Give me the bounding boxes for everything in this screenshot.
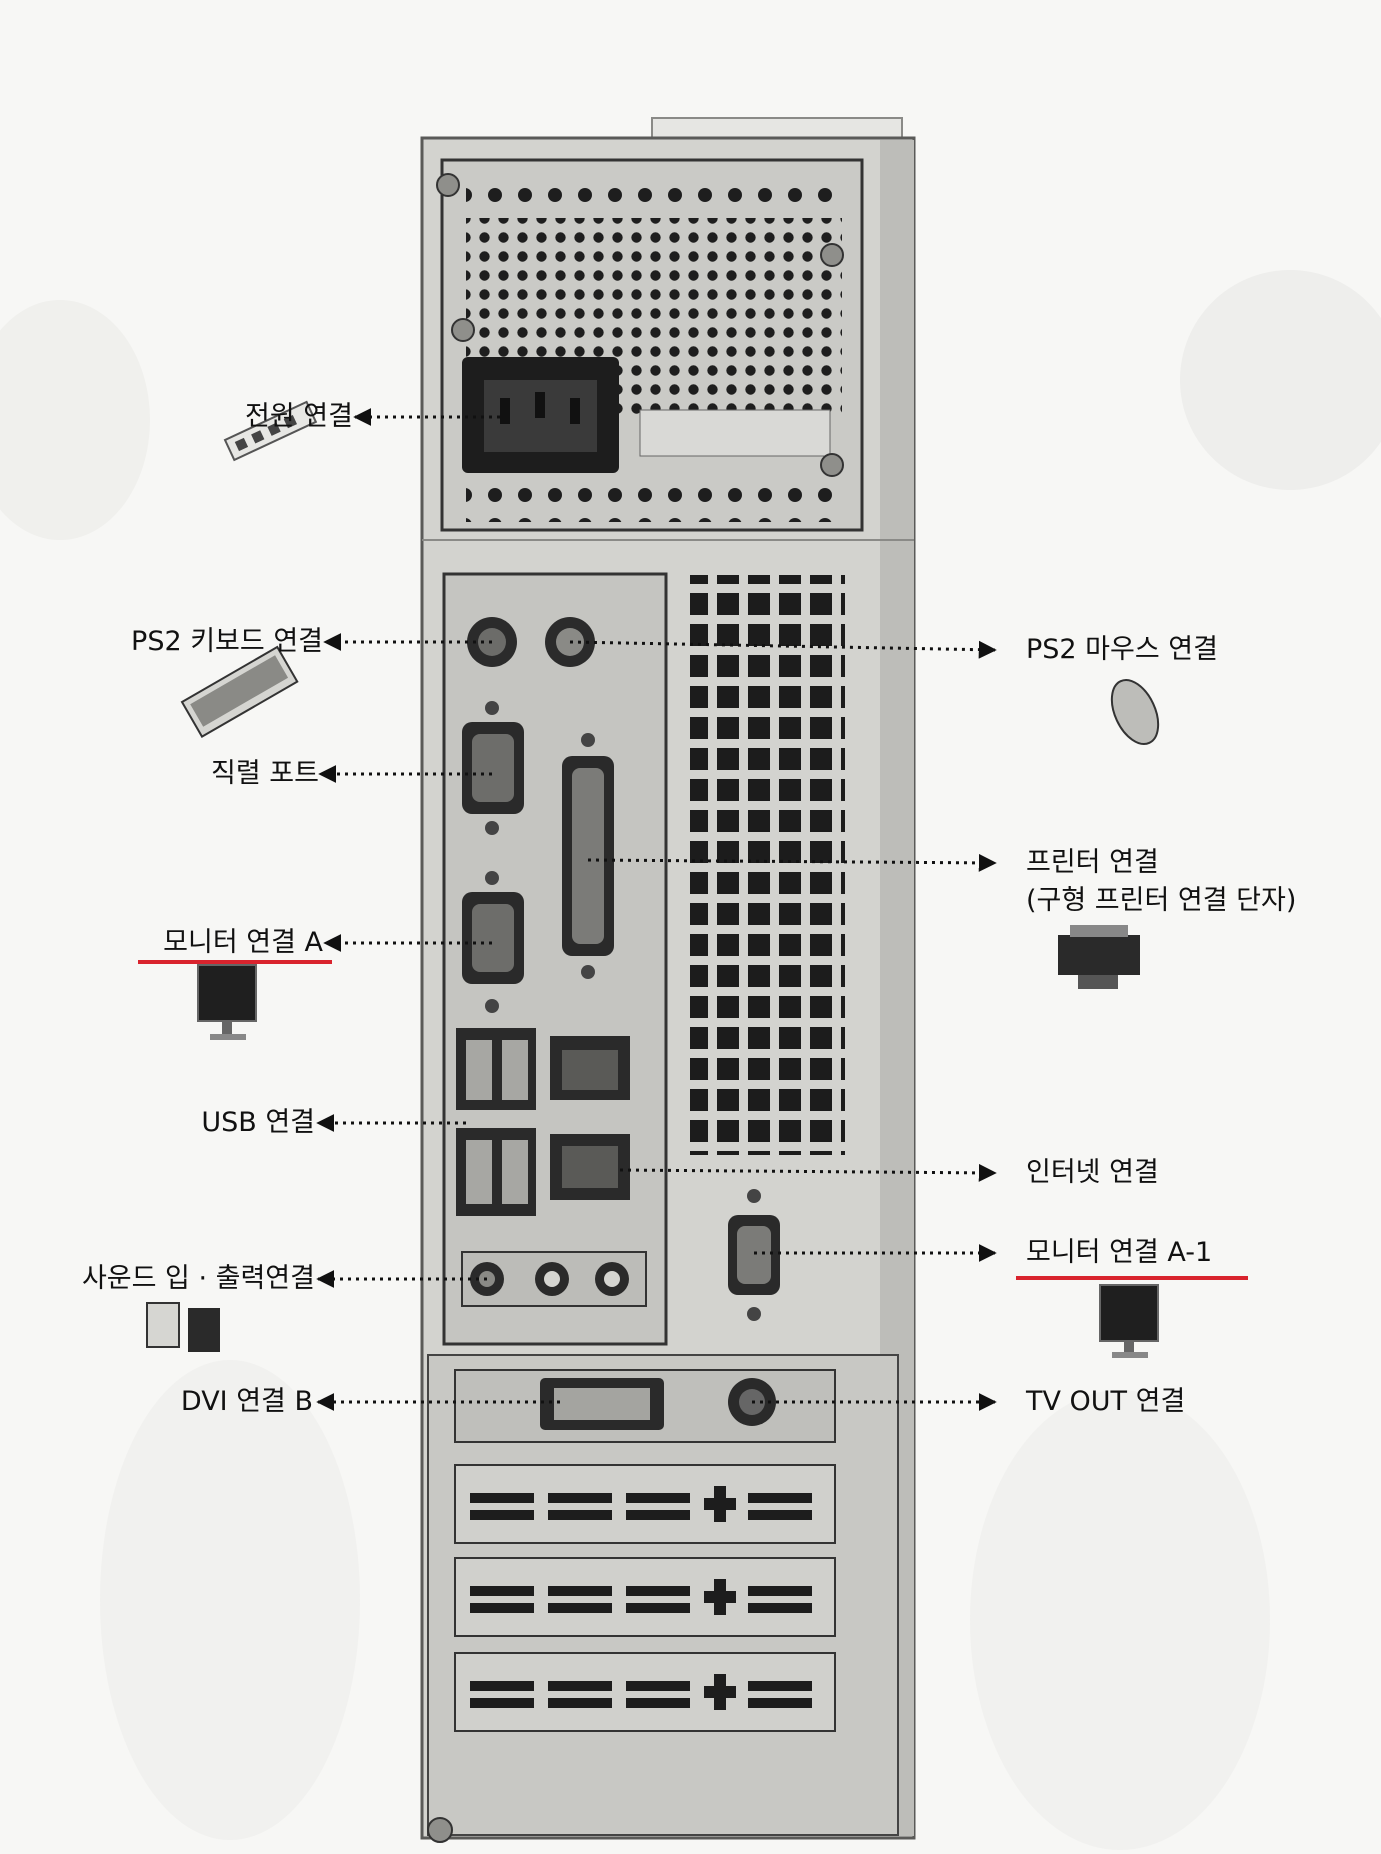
label-sound: 사운드 입 · 출력연결 (81, 1263, 315, 1294)
io-panel (442, 572, 668, 1346)
label-monitor-a: 모니터 연결 A (163, 927, 323, 958)
label-dvi-b: DVI 연결 B (180, 1386, 313, 1417)
ethernet-port (550, 1036, 630, 1100)
slot-cover-1 (454, 1464, 836, 1544)
label-tv-out: TV OUT 연결 (1026, 1386, 1186, 1417)
monitor-icon (197, 964, 257, 1040)
label-printer-note: (구형 프린터 연결 단자) (1026, 885, 1297, 916)
power-supply-unit (436, 158, 864, 532)
keyboard-icon (180, 645, 299, 739)
label-internet: 인터넷 연결 (1026, 1157, 1159, 1188)
slot-cover-3 (454, 1652, 836, 1732)
highlight-underline-monitor-a1 (1016, 1276, 1248, 1280)
mouse-icon (1110, 679, 1160, 745)
monitor-icon (1099, 1284, 1159, 1358)
arrow-internet (619, 1163, 997, 1182)
usb-ports-lower (456, 1128, 630, 1216)
label-usb: USB 연결 (201, 1107, 315, 1138)
highlight-underline-monitor-a (138, 960, 332, 964)
label-serial: 직렬 포트 (211, 758, 319, 789)
serial-port (462, 701, 524, 835)
vga-port-a (462, 871, 524, 1013)
callout-arrows (316, 408, 997, 1411)
expansion-slots (427, 1354, 899, 1843)
audio-jacks (461, 1251, 647, 1307)
label-power: 전원 연결 (245, 401, 353, 432)
vga-port-a1 (728, 1189, 780, 1321)
background-shading (0, 270, 1381, 1850)
label-printer: 프린터 연결 (1026, 847, 1159, 878)
graphics-card-bracket (454, 1369, 836, 1443)
usb-ports-upper (456, 1028, 536, 1110)
parallel-printer-port (562, 733, 614, 979)
arrow-ps2-mouse (569, 640, 997, 659)
ventilation-grille (690, 575, 845, 1155)
label-monitor-a1: 모니터 연결 A-1 (1026, 1237, 1213, 1268)
printer-icon (1058, 925, 1140, 989)
slot-cover-2 (454, 1557, 836, 1637)
power-strip-icon (223, 400, 318, 462)
label-ps2-keyboard: PS2 키보드 연결 (131, 626, 323, 657)
label-ps2-mouse: PS2 마우스 연결 (1026, 634, 1218, 665)
speakers-icon (146, 1302, 220, 1352)
